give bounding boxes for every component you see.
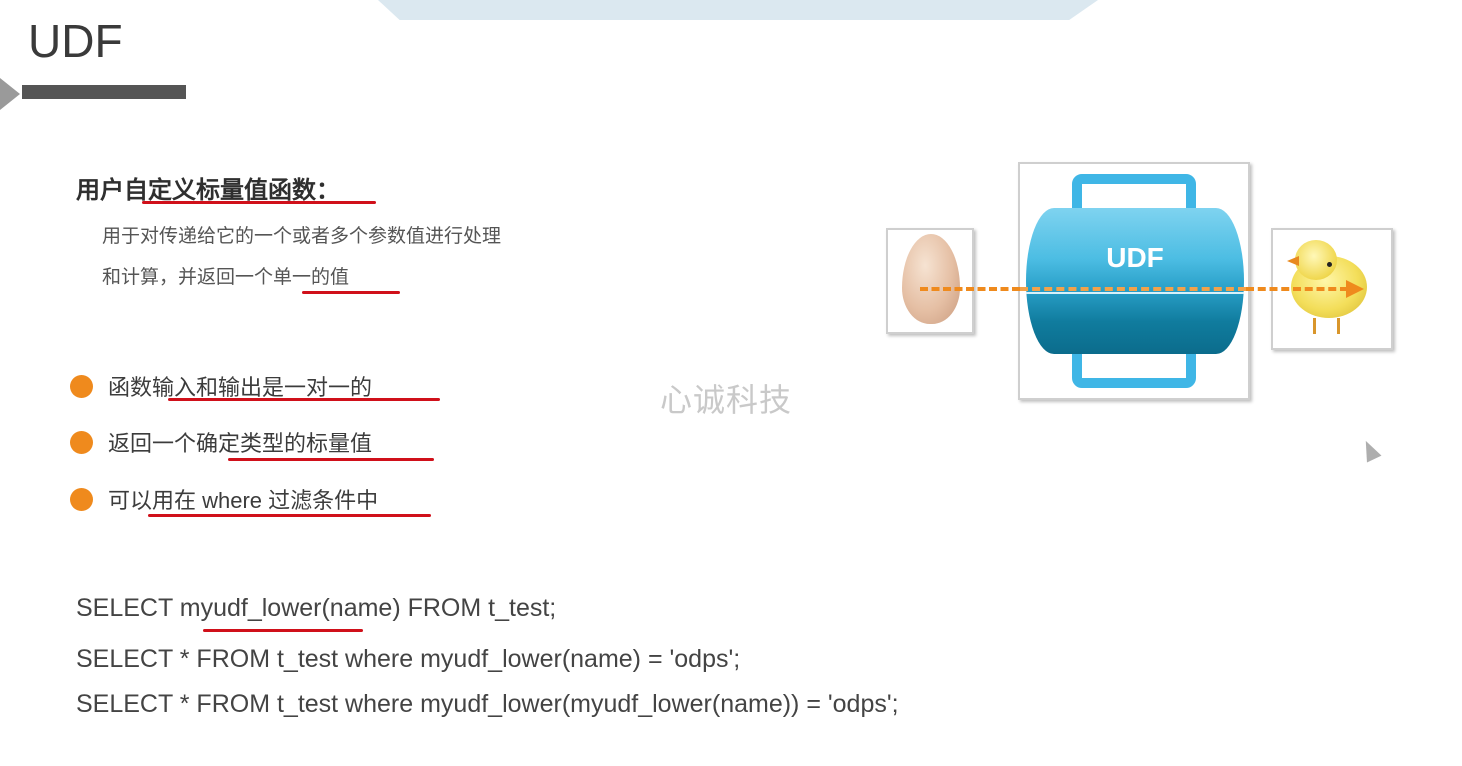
bullet-2-annotation-underline (228, 458, 434, 461)
code-line-1: SELECT myudf_lower(name) FROM t_test; (76, 594, 557, 622)
description-line-2: 和计算，并返回一个单一的值 (102, 267, 350, 288)
pointer-icon (1358, 437, 1382, 463)
bullet-text: 返回一个确定类型的标量值 (108, 431, 373, 456)
chick-head (1295, 240, 1337, 280)
bullet-item-2: 返回一个确定类型的标量值 (70, 426, 372, 458)
output-frame (1271, 228, 1393, 350)
code-line-3: SELECT * FROM t_test where myudf_lower(m… (76, 690, 899, 718)
slide-title: UDF (28, 15, 123, 67)
bullet-dot-icon (70, 487, 93, 511)
tank-divider (1026, 292, 1244, 294)
bullet-dot-icon (70, 374, 93, 398)
chick-beak (1287, 256, 1299, 266)
flow-arrow-segment (920, 287, 1020, 291)
title-pointer-icon (0, 78, 20, 110)
definition-heading: 用户自定义标量值函数： (76, 177, 340, 204)
flow-arrow-segment (1246, 287, 1348, 291)
egg-icon (902, 234, 960, 324)
chick-leg (1313, 318, 1316, 334)
code-line-2: SELECT * FROM t_test where myudf_lower(n… (76, 645, 741, 673)
title-underline-bar (22, 85, 186, 99)
description-line-1: 用于对传递给它的一个或者多个参数值进行处理 (102, 226, 502, 247)
input-frame (886, 228, 974, 334)
udf-tank-icon (1026, 208, 1244, 354)
bullet-item-3: 可以用在 where 过滤条件中 (70, 483, 378, 515)
bullet-1-annotation-underline (168, 398, 440, 401)
flow-arrow-head-icon (1346, 280, 1364, 298)
chick-eye (1327, 262, 1332, 267)
flow-arrow-segment (1020, 287, 1246, 291)
watermark: 心诚科技 (660, 382, 793, 418)
bullet-dot-icon (70, 430, 93, 454)
chick-leg (1337, 318, 1340, 334)
bullet-3-annotation-underline (148, 514, 431, 517)
code-annotation-underline (203, 629, 363, 632)
description-annotation-underline (302, 291, 400, 294)
heading-annotation-underline (142, 201, 376, 204)
udf-label: UDF (1106, 242, 1164, 273)
udf-process-frame: UDF (1018, 162, 1250, 400)
bullet-text: 可以用在 where 过滤条件中 (108, 488, 379, 513)
top-decoration-band (378, 0, 1098, 20)
bullet-text: 函数输入和输出是一对一的 (108, 375, 373, 400)
bullet-item-1: 函数输入和输出是一对一的 (70, 370, 372, 402)
